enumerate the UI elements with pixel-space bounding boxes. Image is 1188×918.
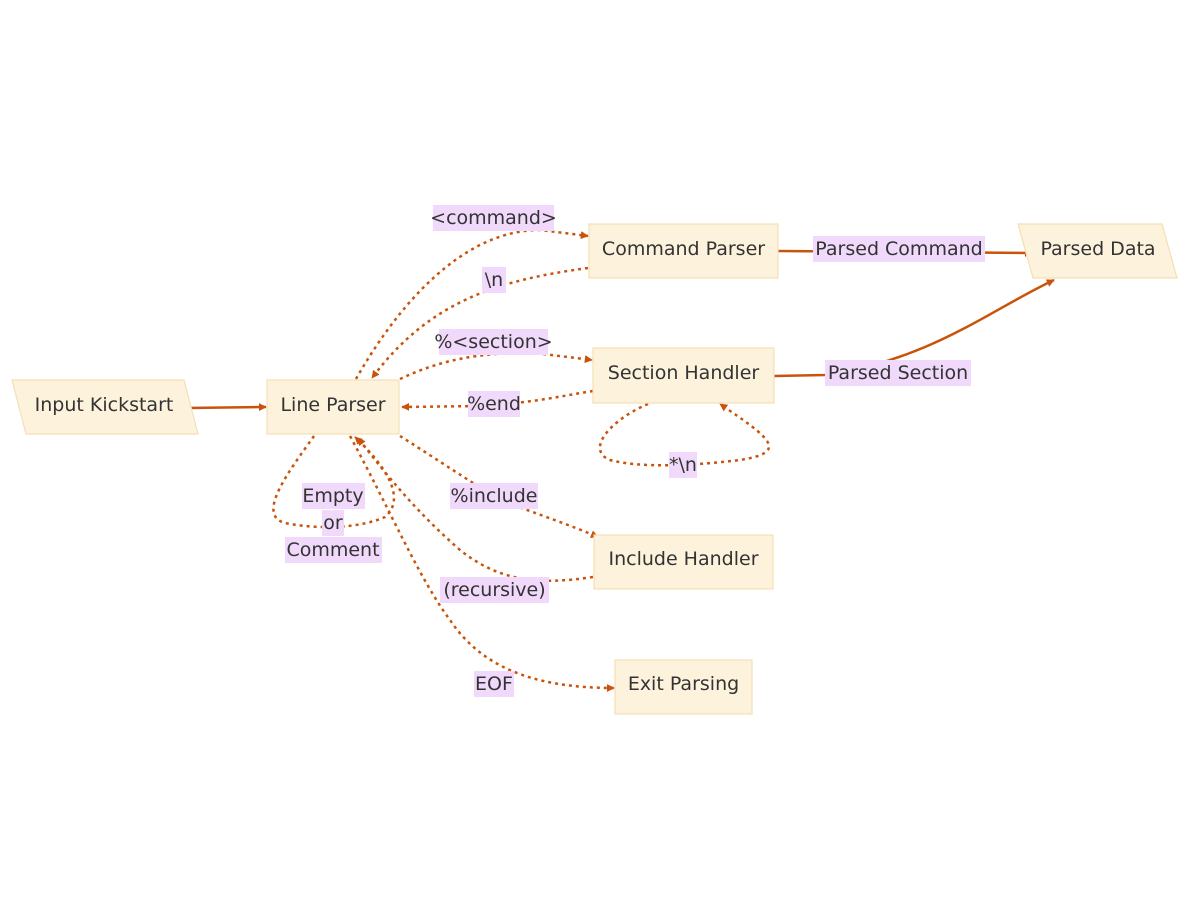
edge-label-eof: EOF <box>475 673 513 695</box>
edge-label-empty: Empty <box>302 485 363 507</box>
edge-line-to-command <box>354 228 589 380</box>
edge-label-include: %include <box>451 485 538 507</box>
edge-label-parsed-section: Parsed Section <box>828 362 968 384</box>
edge-label-star-newline: *\n <box>669 454 697 476</box>
edge-input-to-line-parser <box>185 403 267 412</box>
edge-label-section: %<section> <box>434 331 552 353</box>
edge-label-end: %end <box>467 393 521 415</box>
node-section-handler-label: Section Handler <box>608 362 760 384</box>
edge-labels: <command> \n %<section> %end *\n %includ… <box>285 205 985 697</box>
edge-label-parsed-command: Parsed Command <box>815 238 982 260</box>
node-input-kickstart[interactable]: Input Kickstart <box>11 379 199 435</box>
edge-section-to-line <box>401 389 594 411</box>
node-line-parser-label: Line Parser <box>280 394 385 416</box>
edge-include-to-line <box>357 437 594 582</box>
node-parsed-data[interactable]: Parsed Data <box>1017 223 1178 279</box>
node-command-parser-label: Command Parser <box>602 238 765 260</box>
edge-label-comment: Comment <box>286 539 379 561</box>
node-exit-parsing[interactable]: Exit Parsing <box>614 659 753 715</box>
node-include-handler[interactable]: Include Handler <box>593 534 774 590</box>
edge-label-recursive: (recursive) <box>443 579 545 601</box>
node-parsed-data-label: Parsed Data <box>1040 238 1155 260</box>
edge-line-to-exit <box>348 435 615 692</box>
edge-line-to-section <box>399 351 593 381</box>
node-command-parser[interactable]: Command Parser <box>588 223 779 279</box>
node-line-parser[interactable]: Line Parser <box>266 379 400 435</box>
node-exit-parsing-label: Exit Parsing <box>628 673 739 695</box>
edges <box>185 228 1055 692</box>
node-section-handler[interactable]: Section Handler <box>592 347 775 404</box>
edge-label-command: <command> <box>430 207 557 229</box>
node-input-kickstart-label: Input Kickstart <box>35 394 174 416</box>
nodes: Input Kickstart Line Parser Command Pars… <box>11 223 1178 715</box>
edge-label-or: or <box>323 512 343 534</box>
edge-label-newline: \n <box>485 269 503 291</box>
node-include-handler-label: Include Handler <box>608 548 758 570</box>
edge-command-to-line <box>370 266 589 379</box>
